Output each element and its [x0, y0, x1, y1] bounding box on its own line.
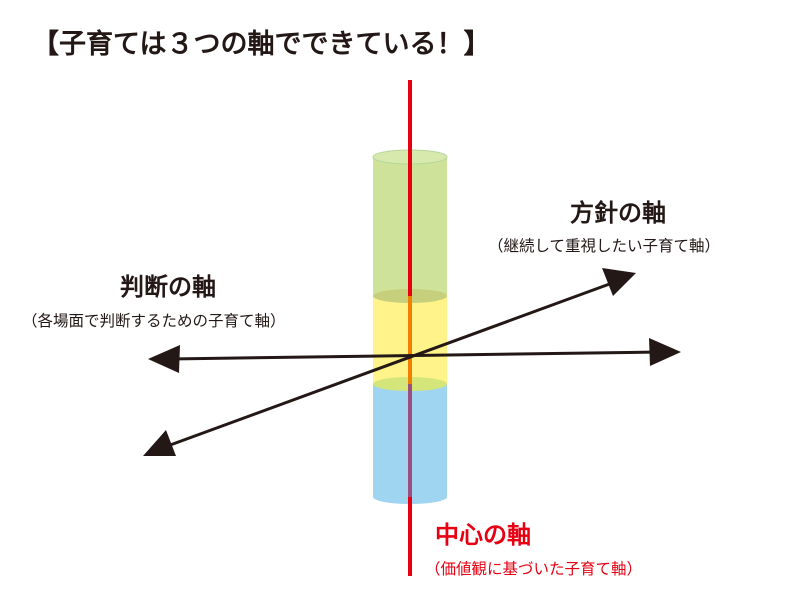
- center-axis-label: 中心の軸: [435, 521, 531, 549]
- arrowhead-left-icon: [148, 345, 180, 373]
- policy-axis-arrow: [143, 268, 636, 456]
- diagram-title: 【子育ては３つの軸でできている！】: [32, 29, 491, 60]
- judgment-axis-description: （各場面で判断するための子育て軸）: [22, 312, 286, 330]
- arrowhead-right-icon: [649, 338, 681, 366]
- policy-axis-label: 方針の軸: [570, 199, 666, 227]
- arrowhead-lower-left-icon: [143, 430, 176, 456]
- judgment-axis-label: 判断の軸: [120, 273, 216, 301]
- arrowhead-upper-right-icon: [602, 268, 636, 296]
- policy-axis-description: （継続して重視したい子育て軸）: [488, 237, 721, 255]
- center-axis-description: （価値観に基づいた子育て軸）: [425, 560, 643, 578]
